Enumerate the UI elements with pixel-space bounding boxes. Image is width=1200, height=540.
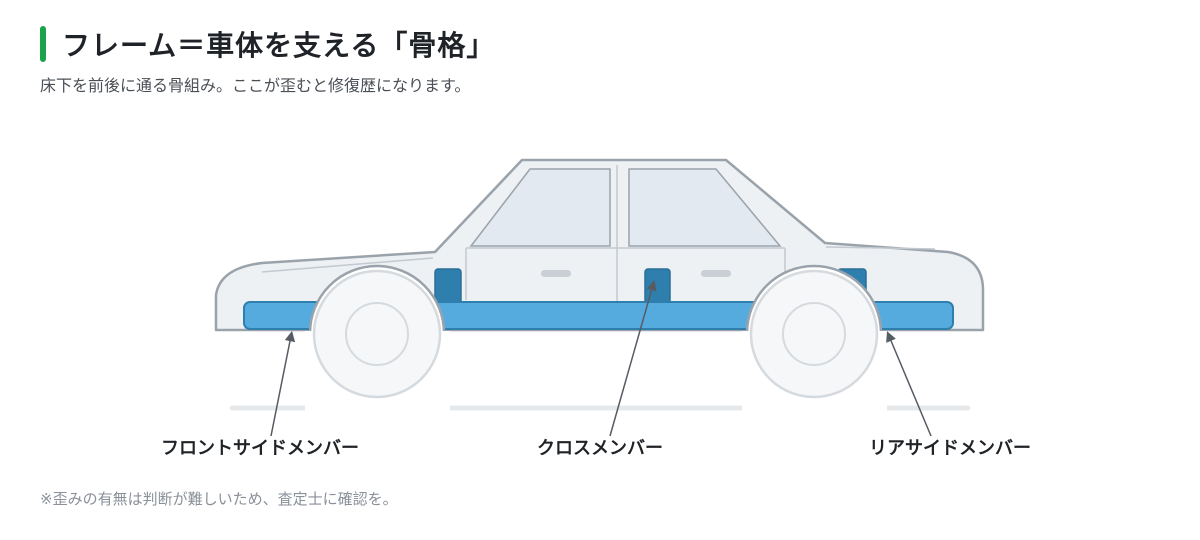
hood-line [261,257,434,273]
rear-side-member-label: リアサイドメンバー [869,438,1031,459]
rear-side-member-leader [886,331,932,437]
title-accent-bar [40,26,46,62]
page-subtitle: 床下を前後に通る骨組み。ここが歪むと修復歴になります。 [40,76,471,95]
front-window [469,168,611,247]
front-door-handle [541,270,571,277]
cross-member-label: クロスメンバー [537,438,663,459]
rear-window [628,168,782,247]
front-side-member-label: フロントサイドメンバー [161,438,359,459]
trunk-line [825,246,936,250]
front-side-member-leader [270,330,296,437]
footnote: ※歪みの有無は判断が難しいため、査定士に確認を。 [40,490,398,508]
title-block: フレーム＝車体を支える「骨格」 [40,24,495,64]
front-wheel [312,269,442,399]
page-title: フレーム＝車体を支える「骨格」 [62,29,496,62]
cross-member-leader [609,279,657,437]
front-cross-member-post [434,268,462,306]
rear-wheel [749,269,879,399]
rear-door-handle [701,270,731,277]
